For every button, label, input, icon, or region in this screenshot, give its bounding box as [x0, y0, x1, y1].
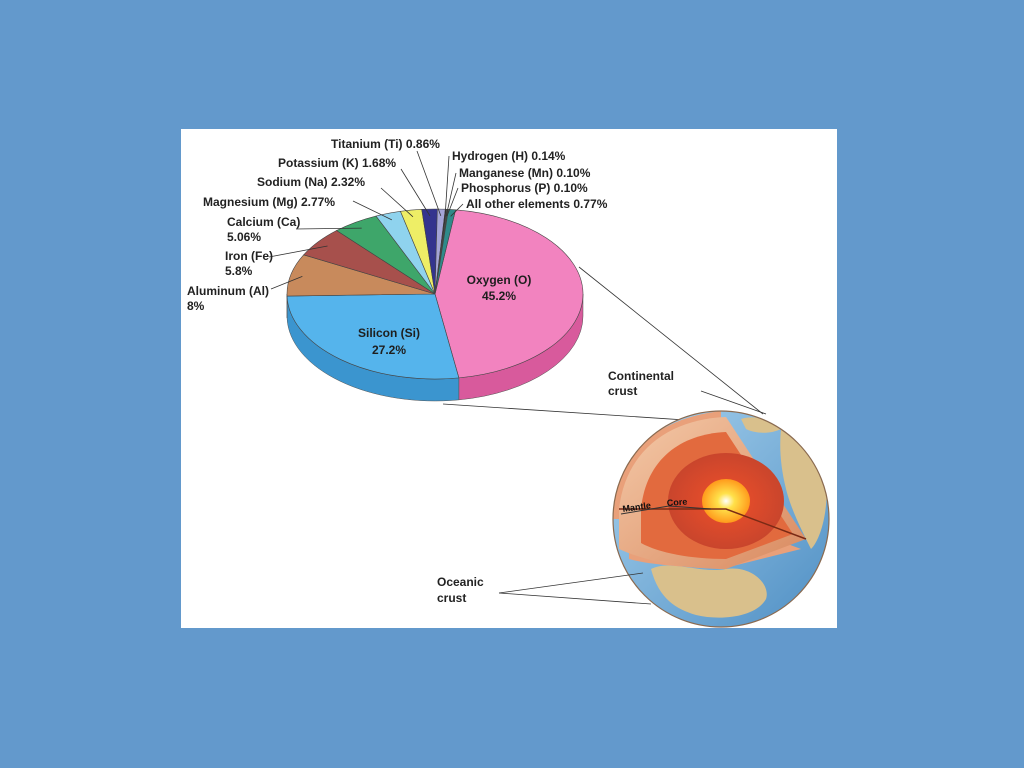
leader-hydrogen-h	[444, 155, 450, 217]
label-phosphorus-p: Phosphorus (P) 0.10%	[461, 181, 588, 195]
leader-potassium-k	[400, 168, 431, 217]
cut-edge-line	[619, 508, 807, 540]
continent-europe	[741, 417, 781, 433]
leader-titanium-ti	[416, 150, 442, 217]
oceanic-label-line1: Oceanic	[437, 575, 484, 589]
slice-labels: Oxygen (O) 45.2% Silicon (Si) 27.2% Aluminum…	[187, 137, 608, 357]
oceanic-leader-2	[498, 592, 652, 605]
label-iron-fe: Iron (Fe)	[225, 249, 273, 263]
pie-slice-oxygen-o	[434, 209, 584, 379]
crust-composition-figure: Oxygen (O) 45.2% Silicon (Si) 27.2% Aluminum…	[187, 137, 830, 628]
label-silicon-name: Silicon (Si)	[358, 326, 420, 340]
mantle-arrow	[620, 505, 670, 515]
connector-line-top	[578, 266, 764, 415]
label-aluminum-al-value: 8%	[187, 299, 205, 313]
pie-slice-all-other-elements	[434, 209, 456, 295]
earth-cutaway: Mantle Core	[612, 410, 830, 628]
label-calcium-ca: Calcium (Ca)	[227, 215, 300, 229]
label-titanium-ti: Titanium (Ti) 0.86%	[331, 137, 440, 151]
label-potassium-k: Potassium (K) 1.68%	[278, 156, 396, 170]
continental-label-line2: crust	[608, 384, 637, 398]
label-all-other-elements: All other elements 0.77%	[466, 197, 608, 211]
label-magnesium-mg: Magnesium (Mg) 2.77%	[203, 195, 335, 209]
label-calcium-ca-value: 5.06%	[227, 230, 261, 244]
globe-outline	[612, 410, 830, 628]
figure-panel: Oxygen (O) 45.2% Silicon (Si) 27.2% Aluminum…	[181, 129, 837, 628]
leader-all-other-elements	[450, 203, 464, 217]
label-manganese-mn: Manganese (Mn) 0.10%	[459, 166, 591, 180]
continental-leader	[700, 390, 767, 415]
core-label: Core	[666, 497, 687, 508]
leader-magnesium-mg	[352, 200, 393, 221]
pie-slice-silicon-si	[286, 293, 460, 380]
label-oxygen-name: Oxygen (O)	[467, 273, 532, 287]
oceanic-leader-1	[498, 572, 644, 594]
inner-core	[702, 479, 750, 523]
label-silicon-value: 27.2%	[372, 343, 406, 357]
label-aluminum-al: Aluminum (Al)	[187, 284, 269, 298]
continent-south-america	[651, 565, 767, 618]
label-sodium-na: Sodium (Na) 2.32%	[257, 175, 365, 189]
leader-manganese-mn	[445, 172, 457, 217]
core-arrow	[668, 505, 712, 510]
leader-iron-fe	[268, 245, 328, 258]
leader-calcium-ca	[295, 227, 362, 230]
leader-lines	[268, 150, 464, 290]
leader-phosphorus-p	[446, 187, 459, 217]
pie-top-face	[286, 208, 584, 380]
label-oxygen-value: 45.2%	[482, 289, 516, 303]
continental-label-line1: Continental	[608, 369, 674, 383]
leader-sodium-na	[380, 187, 414, 218]
label-hydrogen-h: Hydrogen (H) 0.14%	[452, 149, 566, 163]
label-iron-fe-value: 5.8%	[225, 264, 253, 278]
oceanic-label-line2: crust	[437, 591, 466, 605]
mantle-label: Mantle	[622, 500, 652, 514]
leader-aluminum-al	[270, 275, 303, 290]
